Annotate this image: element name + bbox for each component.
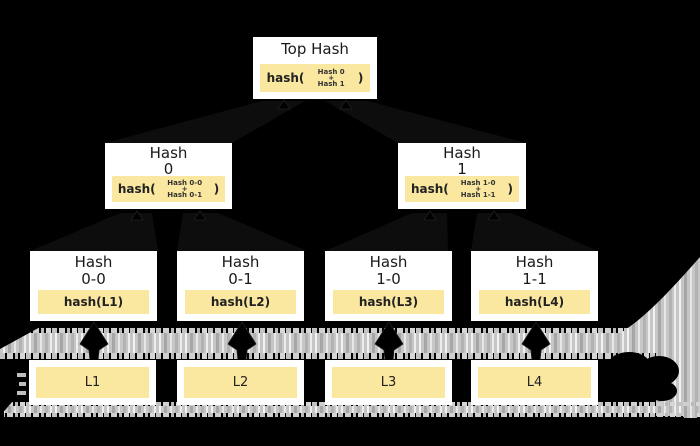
formula-operand-top: Hash 0-0 [167,179,203,187]
formula-operator: + [181,185,188,193]
formula-suffix: ) [357,71,364,85]
formula-suffix: ) [507,182,513,196]
node-hash-1: Hash 1 hash( Hash 1-0 + Hash 1-1 ) [398,143,526,209]
title-line-2: 0-1 [228,270,253,288]
title-line-2: 1-0 [376,270,401,288]
hash-formula-chip: hash(L2) [185,290,296,314]
arrow-tips [130,99,501,221]
node-hash-0-title: Hash 0 [105,143,232,177]
formula-operator: + [328,74,335,82]
formula-prefix: hash( [117,182,156,196]
node-hash-1-1-title: Hash 1-1 [471,251,598,288]
formula-operands: Hash 0-0 + Hash 0-1 [167,179,203,199]
title-line-2: 0-0 [81,270,106,288]
hash-formula-chip: hash( Hash 0 + Hash 1 ) [260,64,370,92]
data-block-l2: L2 [177,360,304,405]
title-line-1: Hash [369,253,408,271]
node-hash-0: Hash 0 hash( Hash 0-0 + Hash 0-1 ) [105,143,232,209]
data-block-l1: L1 [29,360,156,405]
hash-formula-chip: hash(L3) [333,290,444,314]
ink-blob [608,352,679,401]
formula-operator: + [475,185,482,193]
data-block-label: L4 [478,367,591,398]
formula-operand-top: Hash 1-0 [460,179,496,187]
data-block-l4: L4 [471,360,598,405]
data-block-label: L1 [36,367,149,398]
formula-prefix: hash( [266,71,305,85]
formula-operand-top: Hash 0 [317,68,345,76]
node-hash-1-title: Hash 1 [398,143,526,177]
formula-operands: Hash 0 + Hash 1 [317,68,345,88]
hash-formula-chip: hash( Hash 1-0 + Hash 1-1 ) [405,176,519,202]
formula-operand-bottom: Hash 1 [317,80,345,88]
formula-operand-bottom: Hash 0-1 [167,191,203,199]
data-block-label: L3 [332,367,445,398]
data-block-l3: L3 [325,360,452,405]
title-line-1: Hash [74,253,113,271]
title-line-1: Hash [221,253,260,271]
formula-prefix: hash( [410,182,449,196]
ribbon-flare [597,257,700,344]
title-line-1: Hash [515,253,554,271]
formula-suffix: ) [213,182,220,196]
node-hash-0-0-title: Hash 0-0 [30,251,157,288]
ribbon-left-dashes [17,373,26,395]
arrow-funnel-shadows [30,101,598,251]
hash-formula-chip: hash(L1) [38,290,149,314]
title-line-2: 0 [163,160,174,178]
title-line-2: 1 [457,160,467,178]
title-line-1: Hash [149,144,188,162]
node-top-hash-title: Top Hash [281,40,349,58]
node-hash-0-1: Hash 0-1 hash(L2) [177,251,304,321]
hash-formula-chip: hash(L4) [479,290,590,314]
data-block-label: L2 [184,367,297,398]
node-hash-0-0: Hash 0-0 hash(L1) [30,251,157,321]
node-hash-0-1-title: Hash 0-1 [177,251,304,288]
node-hash-1-0: Hash 1-0 hash(L3) [325,251,452,321]
data-ribbon-top-band [0,326,700,359]
formula-operands: Hash 1-0 + Hash 1-1 [460,179,496,199]
title-line-2: 1-1 [522,270,547,288]
hash-formula-chip: hash( Hash 0-0 + Hash 0-1 ) [112,176,225,202]
node-hash-1-0-title: Hash 1-0 [325,251,452,288]
formula-operand-bottom: Hash 1-1 [460,191,496,199]
node-top-hash: Top Hash hash( Hash 0 + Hash 1 ) [253,37,377,99]
node-hash-1-1: Hash 1-1 hash(L4) [471,251,598,321]
title-line-1: Hash [443,144,481,162]
